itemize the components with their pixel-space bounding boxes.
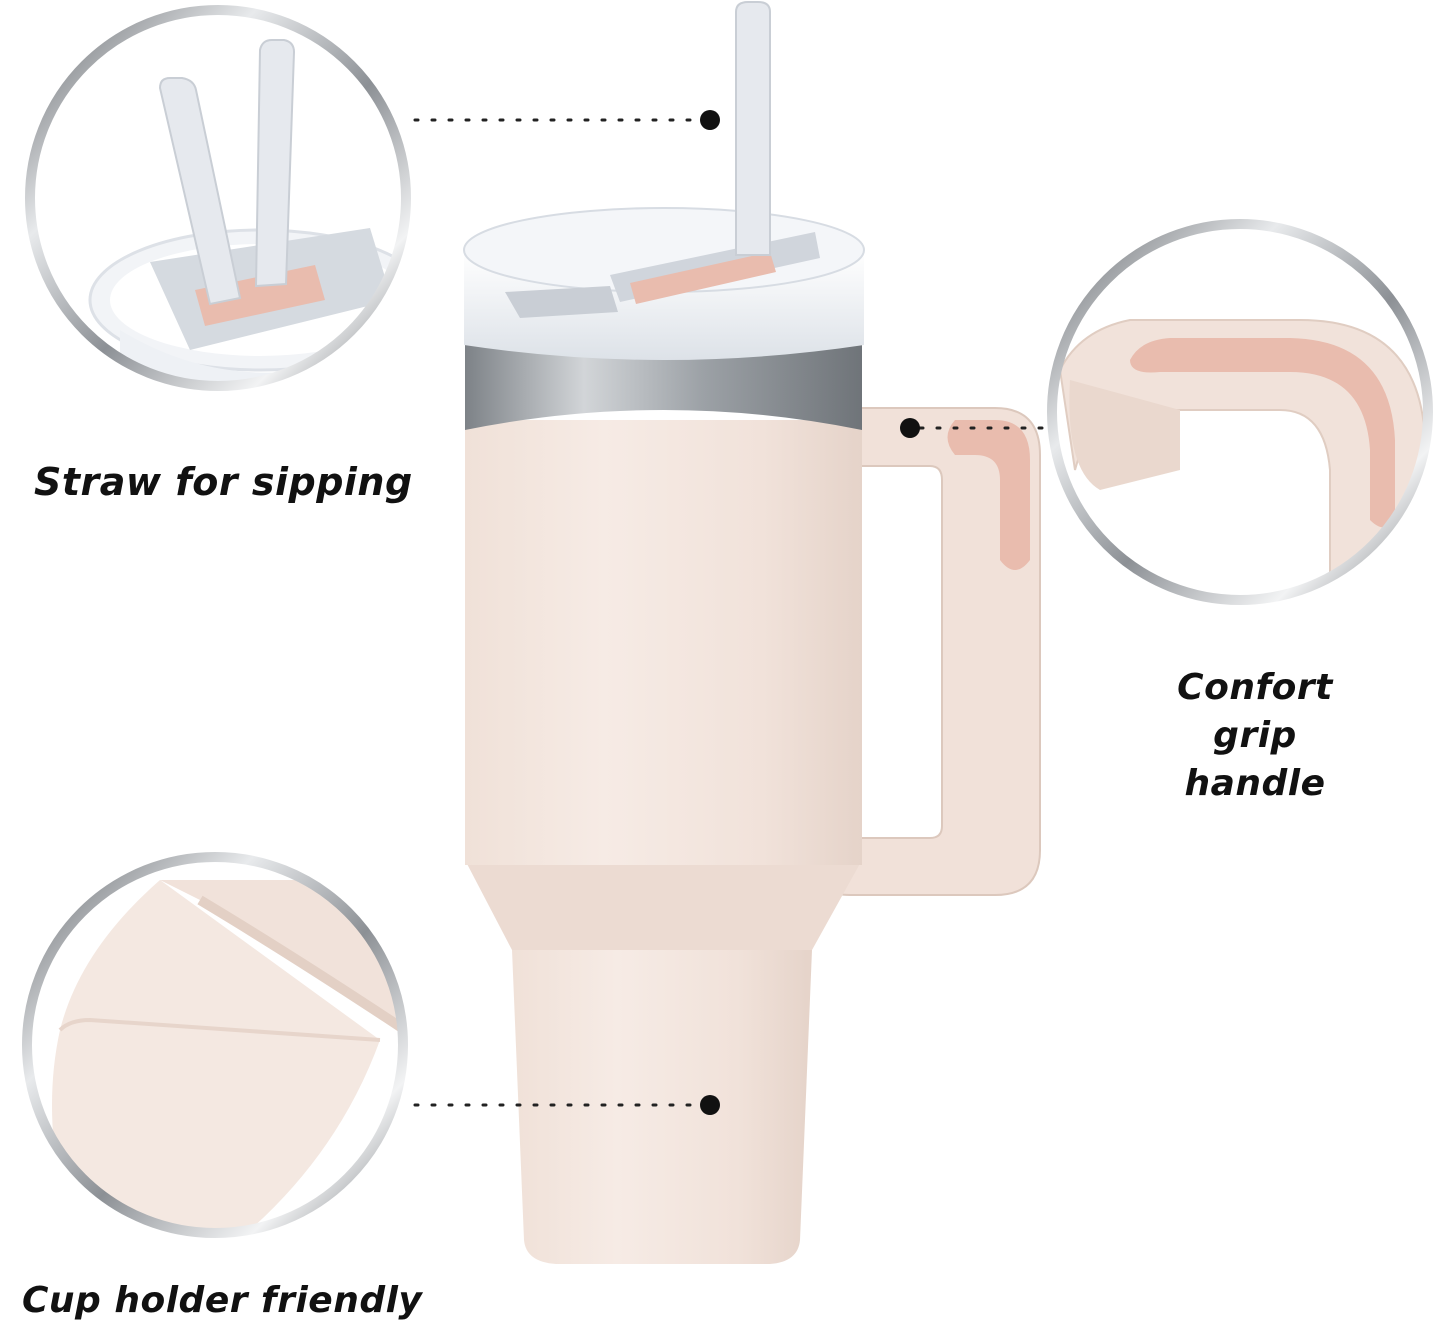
- lid-slider: [505, 286, 618, 318]
- base-detail-lens: [22, 852, 408, 1238]
- tumbler: [463, 1, 1041, 1264]
- tumbler-base: [512, 950, 812, 1264]
- handle-caption-line-1: Confort: [1177, 667, 1333, 708]
- handle-detail-lens: [1047, 219, 1433, 605]
- handle-pointer: [900, 418, 1050, 438]
- straw-caption: Straw for sipping: [34, 460, 413, 504]
- handle-caption-line-3: handle: [1184, 763, 1326, 804]
- dot-icon: [700, 1095, 720, 1115]
- base-pointer: [413, 1095, 720, 1115]
- dot-icon: [700, 110, 720, 130]
- handle-caption-line-2: grip: [1213, 715, 1297, 756]
- steel-band: [465, 345, 862, 430]
- tumbler-body: [465, 420, 862, 865]
- straw-detail-lens: [25, 5, 411, 391]
- cup-holder-caption: Cup holder friendly: [22, 1280, 423, 1321]
- dot-icon: [900, 418, 920, 438]
- straw-pointer: [413, 110, 720, 130]
- main-straw: [735, 1, 771, 256]
- handle-grip-pad: [947, 420, 1030, 570]
- handle-caption: Confort grip handle: [1150, 664, 1360, 808]
- tumbler-taper: [465, 860, 862, 950]
